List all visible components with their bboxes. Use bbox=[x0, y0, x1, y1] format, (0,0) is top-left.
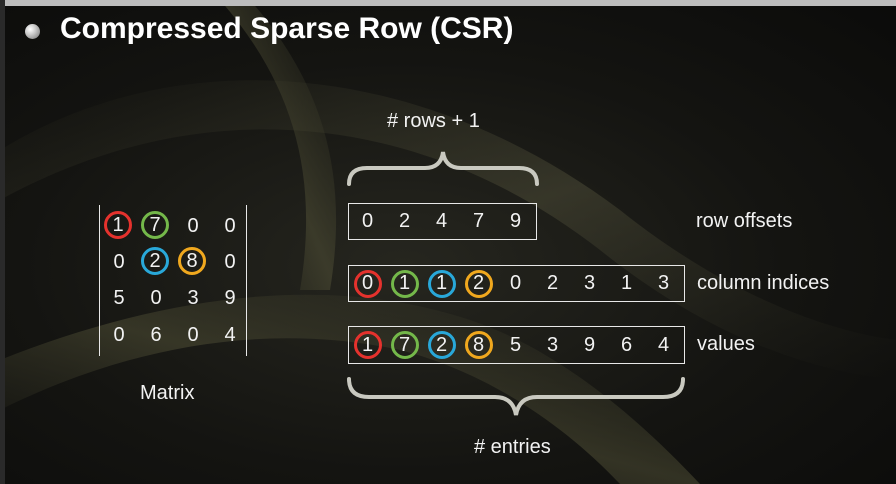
row-offset-value: 4 bbox=[435, 210, 448, 232]
column-index-slot: 1 bbox=[608, 266, 645, 301]
value-slot: 5 bbox=[497, 327, 534, 363]
matrix-cell: 3 bbox=[187, 286, 199, 309]
matrix-cell-circled: 7 bbox=[141, 211, 169, 239]
slide-title: Compressed Sparse Row (CSR) bbox=[60, 12, 514, 45]
value-value: 4 bbox=[657, 333, 670, 356]
matrix-row: 5 0 3 9 bbox=[100, 281, 248, 315]
value-value-circled: 2 bbox=[427, 331, 456, 359]
rows-brace-icon bbox=[347, 151, 539, 186]
row-offset-slot: 4 bbox=[423, 204, 460, 239]
column-index-value-circled: 1 bbox=[427, 269, 456, 298]
value-slot: 8 bbox=[460, 327, 497, 363]
value-slot: 3 bbox=[534, 327, 571, 363]
column-indices-label: column indices bbox=[697, 272, 830, 294]
value-value: 5 bbox=[509, 333, 522, 356]
column-index-slot: 3 bbox=[571, 266, 608, 301]
value-value: 9 bbox=[583, 333, 596, 356]
top-border bbox=[0, 0, 896, 6]
value-value-circled: 8 bbox=[464, 331, 493, 359]
column-index-slot: 1 bbox=[423, 266, 460, 301]
value-slot: 4 bbox=[645, 327, 682, 363]
row-offset-slot: 9 bbox=[497, 204, 534, 239]
row-offset-slot: 2 bbox=[386, 204, 423, 239]
column-index-value-circled: 0 bbox=[353, 269, 382, 298]
column-index-value-circled: 2 bbox=[464, 269, 493, 298]
matrix-cell: 0 bbox=[224, 214, 236, 237]
column-index-slot: 3 bbox=[645, 266, 682, 301]
value-slot: 7 bbox=[386, 327, 423, 363]
rows-brace-label: # rows + 1 bbox=[387, 110, 480, 132]
matrix-cell: 0 bbox=[224, 250, 236, 273]
matrix-caption: Matrix bbox=[140, 382, 195, 404]
values-label: values bbox=[697, 333, 755, 355]
matrix-cell: 5 bbox=[113, 286, 125, 309]
left-border bbox=[0, 0, 5, 484]
entries-brace-label: # entries bbox=[474, 436, 551, 458]
column-index-slot: 2 bbox=[460, 266, 497, 301]
title-bullet-icon bbox=[25, 24, 40, 39]
row-offset-value: 9 bbox=[509, 210, 522, 232]
column-index-value: 1 bbox=[620, 272, 633, 294]
value-slot: 9 bbox=[571, 327, 608, 363]
row-offset-value: 7 bbox=[472, 210, 485, 232]
matrix-cell-circled: 1 bbox=[104, 211, 132, 239]
row-offsets-label: row offsets bbox=[696, 210, 793, 232]
row-offset-slot: 0 bbox=[349, 204, 386, 239]
value-value-circled: 1 bbox=[353, 331, 382, 359]
value-slot: 2 bbox=[423, 327, 460, 363]
matrix-row: 0 6 0 4 bbox=[100, 318, 248, 352]
column-index-slot: 1 bbox=[386, 266, 423, 301]
value-slot: 6 bbox=[608, 327, 645, 363]
row-offset-value: 0 bbox=[361, 210, 374, 232]
matrix-cell: 0 bbox=[113, 323, 125, 346]
value-value: 6 bbox=[620, 333, 633, 356]
column-index-slot: 2 bbox=[534, 266, 571, 301]
matrix-cell: 0 bbox=[150, 286, 162, 309]
column-index-value: 3 bbox=[657, 272, 670, 294]
entries-brace-icon bbox=[347, 377, 685, 416]
column-index-value: 3 bbox=[583, 272, 596, 294]
matrix-cell: 6 bbox=[150, 323, 162, 346]
row-offset-value: 2 bbox=[398, 210, 411, 232]
matrix-cell: 0 bbox=[187, 323, 199, 346]
column-index-value: 0 bbox=[509, 272, 522, 294]
matrix-cell-circled: 8 bbox=[178, 247, 206, 275]
matrix-cell: 0 bbox=[113, 250, 125, 273]
row-offsets-array: 0 2 4 7 9 bbox=[348, 203, 537, 240]
column-index-slot: 0 bbox=[349, 266, 386, 301]
column-index-value-circled: 1 bbox=[390, 269, 419, 298]
column-index-value: 2 bbox=[546, 272, 559, 294]
value-value: 3 bbox=[546, 333, 559, 356]
value-value-circled: 7 bbox=[390, 331, 419, 359]
value-slot: 1 bbox=[349, 327, 386, 363]
column-index-slot: 0 bbox=[497, 266, 534, 301]
matrix-cell: 4 bbox=[224, 323, 236, 346]
row-offset-slot: 7 bbox=[460, 204, 497, 239]
matrix-cell: 0 bbox=[187, 214, 199, 237]
matrix-cell-circled: 2 bbox=[141, 247, 169, 275]
matrix-cell: 9 bbox=[224, 286, 236, 309]
